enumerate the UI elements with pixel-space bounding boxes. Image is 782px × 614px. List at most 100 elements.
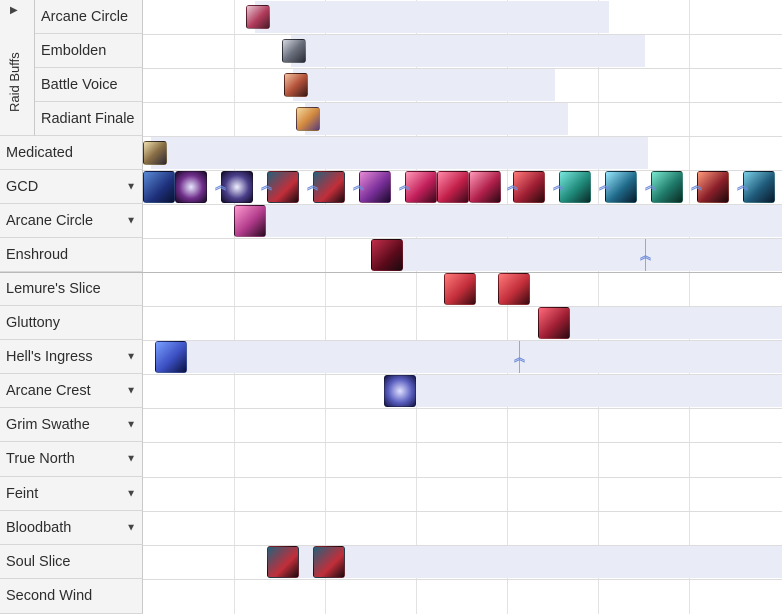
gcd-icon[interactable]: [175, 171, 207, 203]
gcd-icon[interactable]: [651, 171, 683, 203]
enshroud-end-marker: [645, 239, 646, 271]
gcd-icon[interactable]: [743, 171, 775, 203]
gcd-icon[interactable]: [437, 171, 469, 203]
expand-arrow-icon[interactable]: ▶: [10, 5, 18, 16]
row-label: Lemure's Slice: [6, 280, 101, 297]
row-label: Gluttony: [6, 314, 60, 331]
row-separator: [143, 511, 782, 512]
row-separator: [143, 170, 782, 171]
row-separator: [143, 579, 782, 580]
dropdown-arrow-icon[interactable]: ▼: [126, 215, 136, 226]
chevron-up-icon: ︽: [553, 180, 564, 192]
lemures-slice-icon[interactable]: [498, 273, 530, 305]
row-enshroud: Enshroud: [0, 238, 143, 272]
raid-buff-row-radiant-finale: Radiant Finale: [35, 102, 143, 136]
row-label: Bloodbath: [6, 519, 72, 536]
row-label: Arcane Circle: [41, 8, 129, 25]
enshroud-duration: [383, 239, 782, 271]
arcane-crest-icon[interactable]: [384, 375, 416, 407]
gcd-icon[interactable]: [267, 171, 299, 203]
arcane-circle-icon[interactable]: [234, 205, 266, 237]
gcd-icon[interactable]: [221, 171, 253, 203]
row-separator: [143, 102, 782, 103]
row-separator: [143, 477, 782, 478]
gcd-icon[interactable]: [359, 171, 391, 203]
radiant-finale-icon[interactable]: [296, 107, 320, 131]
row-label: Grim Swathe: [6, 416, 90, 433]
row-arcane-circle[interactable]: Arcane Circle ▼: [0, 204, 143, 238]
medicated-icon[interactable]: [143, 141, 167, 165]
section-divider: [0, 272, 782, 273]
row-hells-ingress[interactable]: Hell's Ingress ▼: [0, 340, 143, 374]
hells-ingress-cooldown: [171, 341, 782, 373]
row-label: True North: [6, 451, 75, 467]
gcd-icon[interactable]: [143, 171, 175, 203]
row-separator: [143, 238, 782, 239]
raid-buffs-group[interactable]: ▶ Raid Buffs: [0, 0, 35, 136]
gcd-icon[interactable]: [313, 171, 345, 203]
row-label: Arcane Crest: [6, 382, 91, 399]
row-true-north[interactable]: True North ▼: [0, 442, 143, 477]
chevron-up-icon: ︽: [507, 180, 518, 192]
dropdown-arrow-icon[interactable]: ▼: [126, 419, 136, 430]
row-separator: [143, 204, 782, 205]
arcane-circle-icon[interactable]: [246, 5, 270, 29]
gcd-icon[interactable]: [605, 171, 637, 203]
soul-slice-icon[interactable]: [267, 546, 299, 578]
dropdown-arrow-icon[interactable]: ▼: [126, 181, 136, 192]
gcd-icon[interactable]: [559, 171, 591, 203]
dropdown-arrow-icon[interactable]: ▼: [126, 385, 136, 396]
row-label: Radiant Finale: [41, 110, 135, 127]
row-separator: [143, 408, 782, 409]
row-separator: [143, 545, 782, 546]
row-arcane-crest[interactable]: Arcane Crest ▼: [0, 374, 143, 408]
grid-line: [416, 0, 417, 614]
row-label: Embolden: [41, 42, 107, 59]
row-label: Second Wind: [6, 588, 93, 604]
gcd-icon[interactable]: [405, 171, 437, 203]
row-separator: [143, 306, 782, 307]
chevron-up-icon: ︽: [691, 180, 702, 192]
row-label: GCD: [6, 178, 39, 195]
embolden-duration: [291, 35, 645, 67]
gcd-icon[interactable]: [697, 171, 729, 203]
chevron-up-icon: ︽: [599, 180, 610, 192]
row-grim-swathe[interactable]: Grim Swathe ▼: [0, 408, 143, 442]
row-separator: [143, 442, 782, 443]
chevron-up-icon: ︽: [514, 352, 525, 364]
dropdown-arrow-icon[interactable]: ▼: [126, 453, 136, 465]
hells-ingress-marker: [519, 341, 520, 373]
dropdown-arrow-icon[interactable]: ▼: [126, 522, 136, 533]
row-label: Battle Voice: [41, 76, 118, 93]
row-label: Hell's Ingress: [6, 348, 93, 365]
dropdown-arrow-icon[interactable]: ▼: [126, 488, 136, 499]
row-labels: ▶ Raid Buffs Arcane Circle Embolden Batt…: [0, 0, 143, 614]
battle-voice-duration: [293, 69, 555, 101]
row-second-wind: Second Wind: [0, 579, 143, 614]
lemures-slice-icon[interactable]: [444, 273, 476, 305]
gcd-icon[interactable]: [469, 171, 501, 203]
row-bloodbath[interactable]: Bloodbath ▼: [0, 511, 143, 545]
enshroud-icon[interactable]: [371, 239, 403, 271]
dropdown-arrow-icon[interactable]: ▼: [126, 351, 136, 362]
arcane-circle-cooldown: [243, 205, 782, 237]
gluttony-icon[interactable]: [538, 307, 570, 339]
row-label: Arcane Circle: [6, 212, 94, 229]
row-gcd[interactable]: GCD ▼: [0, 170, 143, 204]
embolden-icon[interactable]: [282, 39, 306, 63]
timeline-area[interactable]: ︽ ︽ ︽ ︽ ︽ ︽ ︽ ︽ ︽ ︽ ︽ ︽ ︽: [143, 0, 782, 614]
row-separator: [143, 68, 782, 69]
gluttony-cooldown: [563, 307, 782, 339]
gcd-icon[interactable]: [513, 171, 545, 203]
raid-buffs-label: Raid Buffs: [7, 52, 22, 112]
soul-slice-icon[interactable]: [313, 546, 345, 578]
row-label: Enshroud: [6, 246, 69, 263]
row-label: Medicated: [6, 144, 73, 161]
row-label: Soul Slice: [6, 553, 71, 570]
battle-voice-icon[interactable]: [284, 73, 308, 97]
medicated-duration: [151, 137, 648, 169]
hells-ingress-icon[interactable]: [155, 341, 187, 373]
row-feint[interactable]: Feint ▼: [0, 477, 143, 511]
row-lemures-slice: Lemure's Slice: [0, 272, 143, 306]
